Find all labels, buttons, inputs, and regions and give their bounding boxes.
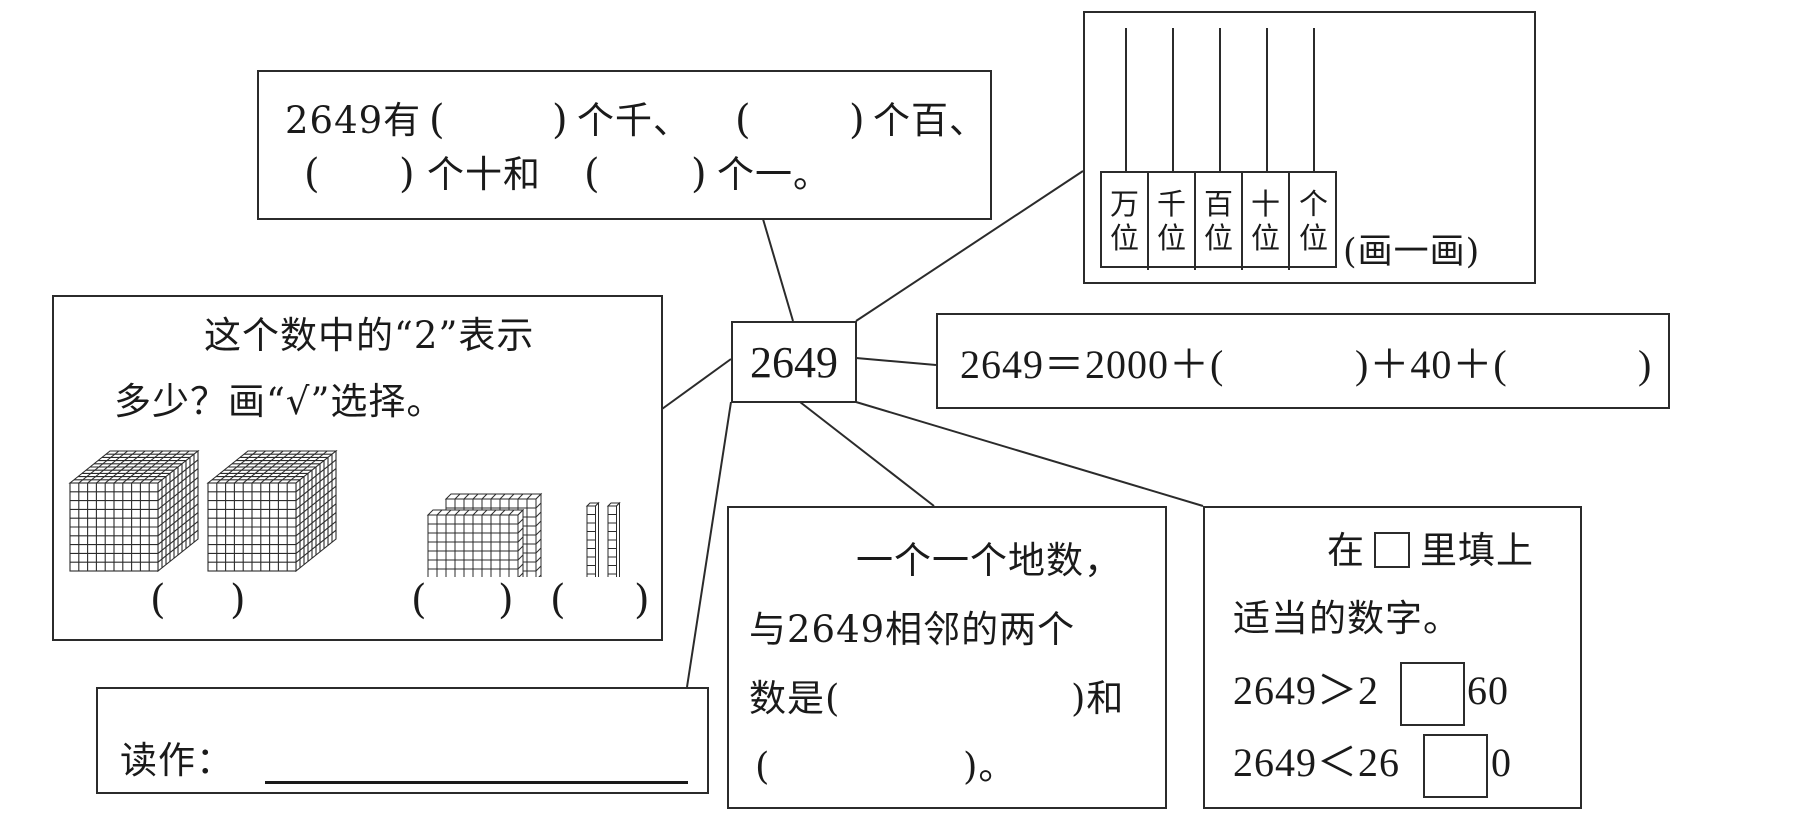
- neighbor-numbers-box: 一个一个地数， 与2649相邻的两个 数是( )和 ( )。: [727, 506, 1167, 809]
- fill-line1-post: 里填上: [1420, 529, 1534, 572]
- neighbor-line1: 一个一个地数，: [856, 539, 1122, 582]
- meaning-line2: 多少？画“√”选择。: [114, 380, 445, 423]
- option-tens-open[interactable]: (: [550, 577, 566, 623]
- read-as-box: 读作：: [96, 687, 709, 794]
- meaning-line1: 这个数中的“2”表示: [204, 314, 535, 357]
- blank-tens-close: ): [399, 151, 415, 197]
- fill-digit-box: 在 里填上 适当的数字。 2649＞2 60 2649＜26 0: [1203, 506, 1582, 809]
- inequality2-left: 2649＜26: [1233, 740, 1400, 785]
- place-label-top: 百: [1203, 187, 1233, 222]
- abacus-rod-ones[interactable]: [1313, 28, 1315, 173]
- place-label-bottom: 位: [1109, 220, 1139, 255]
- option-hundreds-open[interactable]: (: [411, 577, 427, 623]
- place-label-top: 千: [1156, 187, 1186, 222]
- connector-read-box: [686, 401, 732, 688]
- units-line1-prefix: 2649有: [285, 99, 422, 142]
- place-label-top: 万: [1109, 187, 1139, 222]
- place-ones: 个 位: [1290, 173, 1337, 270]
- neighbor-line4-prefix: (: [755, 745, 771, 788]
- units-line2-mid1: 个十和: [427, 153, 541, 196]
- blank-tens-open: (: [304, 151, 320, 197]
- blank-hundreds-open: (: [735, 97, 751, 143]
- units-line1-mid1: 个千、: [577, 99, 691, 142]
- option-tens-close[interactable]: ): [634, 577, 650, 623]
- units-line2-end: 个一。: [717, 153, 831, 196]
- connector-meaning-box: [661, 358, 732, 410]
- read-as-label: 读作：: [120, 739, 234, 782]
- place-label-bottom: 位: [1156, 220, 1186, 255]
- units-question-box: 2649有 ( ) 个千、 ( ) 个百、 ( ) 个十和 ( ) 个一。: [257, 70, 992, 220]
- inequality1-left: 2649＞2: [1233, 668, 1379, 713]
- expansion-mid: )＋40＋(: [1355, 342, 1508, 387]
- place-tens: 十 位: [1243, 173, 1290, 270]
- neighbor-line3-prefix: 数是(: [749, 677, 841, 720]
- place-label-bottom: 位: [1203, 220, 1233, 255]
- abacus-rod-tens[interactable]: [1266, 28, 1268, 173]
- place-label-bottom: 位: [1298, 220, 1328, 255]
- expansion-end: ): [1638, 342, 1653, 387]
- connector-fill-box: [855, 401, 1204, 507]
- neighbor-line4-suffix: )。: [963, 745, 1017, 788]
- connector-expansion-box: [855, 357, 937, 366]
- blank-ones-open: (: [584, 151, 600, 197]
- abacus-drawing-box: 万 位 千 位 百 位 十 位 个 位 (画一画): [1083, 11, 1536, 284]
- thousand-cube-2: [206, 449, 338, 573]
- inequality1-answer-box[interactable]: [1400, 662, 1465, 726]
- place-label-top: 个: [1298, 187, 1328, 222]
- option-thousands-open[interactable]: (: [150, 577, 166, 623]
- thousand-cube-1: [68, 449, 200, 573]
- hundred-flat-front: [426, 508, 525, 577]
- digit-meaning-box: 这个数中的“2”表示 多少？画“√”选择。 ( ) ( ) ( ): [52, 295, 663, 641]
- abacus-rod-ten-thousands[interactable]: [1125, 28, 1127, 173]
- units-line1-mid2: 个百、: [873, 99, 987, 142]
- blank-thousands-open: (: [429, 97, 445, 143]
- ten-rod-1: [585, 501, 600, 577]
- neighbor-line2: 与2649相邻的两个: [749, 608, 1076, 651]
- abacus-rod-thousands[interactable]: [1172, 28, 1174, 173]
- read-as-answer-line[interactable]: [265, 749, 688, 784]
- abacus-rod-hundreds[interactable]: [1219, 28, 1221, 173]
- place-hundreds: 百 位: [1196, 173, 1243, 270]
- inequality2-answer-box[interactable]: [1423, 734, 1488, 798]
- blank-hundreds-close: ): [849, 97, 865, 143]
- fill-line2: 适当的数字。: [1233, 597, 1461, 640]
- place-thousands: 千 位: [1149, 173, 1196, 270]
- option-thousands-close[interactable]: ): [230, 577, 246, 623]
- fill-line1-pre: 在: [1327, 529, 1365, 572]
- abacus-instruction: (画一画): [1343, 232, 1481, 272]
- expansion-equation-box: 2649＝2000＋( )＋40＋( ): [936, 313, 1670, 409]
- connector-abacus-box: [855, 170, 1084, 322]
- place-ten-thousands: 万 位: [1102, 173, 1149, 270]
- ten-rod-2: [606, 501, 621, 577]
- place-label-bottom: 位: [1250, 220, 1280, 255]
- neighbor-line3-suffix: )和: [1071, 677, 1125, 720]
- thousands-cubes-drawing: [68, 449, 621, 577]
- center-number-box: 2649: [731, 321, 857, 403]
- blank-thousands-close: ): [552, 97, 568, 143]
- connector-neighbor-box: [799, 401, 935, 507]
- option-hundreds-close[interactable]: ): [498, 577, 514, 623]
- place-label-top: 十: [1250, 187, 1280, 222]
- square-symbol-icon: [1374, 532, 1410, 568]
- connector-units-box: [762, 218, 794, 322]
- expansion-lhs: 2649＝2000＋(: [960, 342, 1225, 387]
- inequality1-right: 60: [1467, 668, 1509, 713]
- place-value-frame: 万 位 千 位 百 位 十 位 个 位: [1100, 171, 1337, 270]
- center-number: 2649: [750, 337, 838, 387]
- blank-ones-close: ): [691, 151, 707, 197]
- inequality2-right: 0: [1491, 740, 1512, 785]
